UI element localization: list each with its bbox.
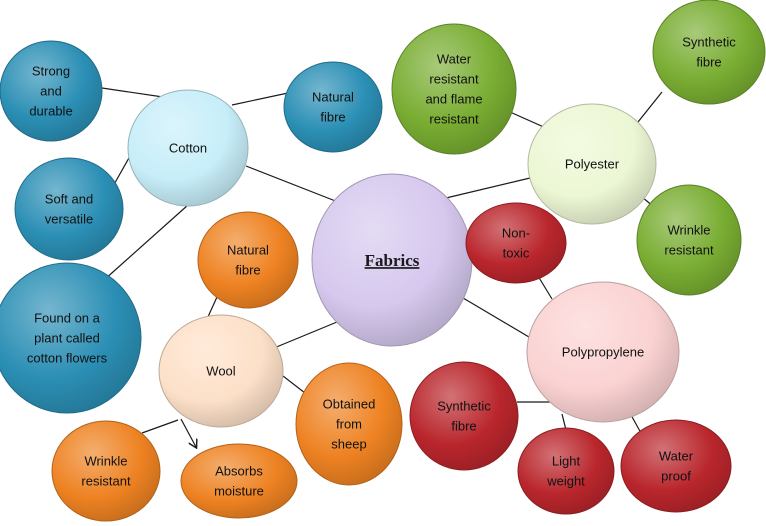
leaf-node-absorbs-moisture-label-line-2: moisture [214, 484, 264, 499]
leaf-node-synthetic-fibre-poly: Synthetic fibre [652, 0, 766, 105]
connector-polypropylene-waterproof [630, 414, 642, 434]
leaf-node-water-resistant-label-line-4: resistant [429, 112, 479, 127]
connector-wool-wrinkle [141, 419, 179, 434]
leaf-node-cotton-natural-label-line-1: Natural [312, 90, 354, 105]
hub-node-polypropylene-bubble [526, 281, 680, 423]
leaf-node-water-resistant-label-line-3: and flame [425, 92, 482, 107]
leaf-node-wool-natural-label-line-2: fibre [235, 263, 260, 278]
connector-polyester-synthetic [633, 91, 663, 128]
leaf-node-cotton-natural-bubble [283, 61, 383, 153]
leaf-node-strong-durable-label-line-1: Strong [32, 64, 70, 79]
leaf-node-light-weight-bubble [517, 427, 615, 515]
leaf-node-soft-versatile-bubble [14, 157, 124, 261]
leaf-node-obtained-sheep: Obtained from sheep [295, 362, 403, 486]
leaf-node-water-resistant-bubble [391, 23, 517, 155]
leaf-node-light-weight-label-line-1: Light [552, 454, 581, 469]
leaf-node-soft-versatile-label-line-2: versatile [45, 212, 93, 227]
leaf-node-non-toxic-bubble [465, 202, 567, 284]
leaf-node-wool-natural: Natural fibre [197, 211, 299, 309]
hub-node-polyester: Polyester [527, 103, 657, 225]
hub-node-polyester-label: Polyester [565, 157, 620, 172]
leaf-node-wrinkle-resistant-poly-bubble [636, 184, 742, 296]
hub-node-wool-label: Wool [206, 364, 235, 379]
leaf-node-absorbs-moisture-label-line-1: Absorbs [215, 464, 263, 479]
hub-node-cotton-bubble [127, 89, 249, 207]
leaf-node-wrinkle-resistant-poly-label-line-2: resistant [664, 243, 714, 258]
hub-node-wool: Wool [158, 314, 284, 428]
connector-cotton-strong [101, 87, 164, 98]
leaf-node-synthetic-fibre-poly-label-line-2: fibre [696, 55, 721, 70]
leaf-node-water-resistant-label-line-2: resistant [429, 72, 479, 87]
leaf-node-wrinkle-resistant-wool-label-line-2: resistant [81, 474, 131, 489]
leaf-node-synthetic-fibre-pp-bubble [409, 361, 519, 471]
leaf-node-synthetic-fibre-pp-label-line-1: Synthetic [437, 399, 491, 414]
leaf-node-wrinkle-resistant-poly-label-line-1: Wrinkle [667, 223, 710, 238]
hub-node-polypropylene-label: Polypropylene [562, 345, 644, 360]
leaf-node-light-weight: Light weight [517, 427, 615, 515]
hub-node-polyester-bubble [527, 103, 657, 225]
connector-center-wool [273, 321, 338, 349]
leaf-node-water-proof: Water proof [620, 419, 732, 513]
leaf-node-obtained-sheep-label-line-1: Obtained [323, 397, 376, 412]
leaf-node-synthetic-fibre-poly-label-line-1: Synthetic [682, 35, 736, 50]
connector-wool-obtained [282, 375, 306, 394]
hub-node-polypropylene: Polypropylene [526, 281, 680, 423]
hub-node-cotton: Cotton [127, 89, 249, 207]
connector-center-cotton [245, 165, 339, 203]
leaf-node-obtained-sheep-label-line-3: sheep [331, 437, 366, 452]
leaf-node-water-proof-label-line-2: proof [661, 469, 691, 484]
connector-polypropylene-nontoxic [537, 275, 553, 300]
connector-cotton-found [103, 204, 189, 281]
leaf-node-synthetic-fibre-poly-bubble [652, 0, 766, 105]
connector-wool-natural [206, 296, 218, 320]
leaf-node-found-on-plant-label-line-3: cotton flowers [27, 351, 108, 366]
leaf-node-wrinkle-resistant-wool-label-line-1: Wrinkle [84, 454, 127, 469]
connector-center-polyester [445, 177, 531, 199]
hub-node-wool-bubble [158, 314, 284, 428]
leaf-node-water-proof-label-line-1: Water [659, 449, 694, 464]
leaf-node-non-toxic-label-line-1: Non- [502, 226, 530, 241]
leaf-node-synthetic-fibre-pp: Synthetic fibre [409, 361, 519, 471]
leaf-node-found-on-plant: Found on a plant called cotton flowers [0, 262, 142, 414]
leaf-node-obtained-sheep-label-line-2: from [336, 417, 362, 432]
leaf-node-cotton-natural-label-line-2: fibre [320, 110, 345, 125]
connector-wool-absorbs [180, 418, 196, 447]
leaf-node-strong-durable-label-line-3: durable [29, 104, 72, 119]
leaf-node-found-on-plant-label-line-2: plant called [34, 331, 100, 346]
leaf-node-strong-durable-label-line-2: and [40, 84, 62, 99]
connector-center-polypropylene [457, 294, 535, 341]
leaf-node-non-toxic: Non-toxic [465, 202, 567, 284]
leaf-node-strong-durable-bubble [0, 40, 103, 142]
leaf-node-obtained-sheep-bubble [295, 362, 403, 486]
leaf-node-found-on-plant-bubble [0, 262, 142, 414]
leaf-node-wrinkle-resistant-poly: Wrinkle resistant [636, 184, 742, 296]
hub-node-cotton-label: Cotton [169, 141, 207, 156]
leaf-node-strong-durable: Strong and durable [0, 40, 103, 142]
leaf-node-light-weight-label-line-2: weight [546, 474, 585, 489]
leaf-node-soft-versatile: Soft and versatile [14, 157, 124, 261]
leaf-node-wool-natural-label-line-1: Natural [227, 243, 269, 258]
leaf-node-absorbs-moisture-bubble [180, 443, 298, 519]
leaf-node-water-resistant-label-line-1: Water [437, 52, 472, 67]
leaf-node-non-toxic-label-line-2: toxic [503, 246, 530, 261]
center-node-fabrics-label: Fabrics [365, 251, 420, 270]
leaf-node-absorbs-moisture: Absorbs moisture [180, 443, 298, 519]
connector-cotton-natural [231, 92, 289, 106]
leaf-node-cotton-natural: Natural fibre [283, 61, 383, 153]
connector-polyester-water [509, 111, 547, 129]
leaf-node-wool-natural-bubble [197, 211, 299, 309]
leaf-node-wrinkle-resistant-wool: Wrinkle resistant [51, 420, 161, 522]
leaf-node-found-on-plant-label-line-1: Found on a [34, 311, 101, 326]
center-node-fabrics: Fabrics [311, 173, 473, 347]
leaf-node-wrinkle-resistant-wool-bubble [51, 420, 161, 522]
leaf-node-water-proof-bubble [620, 419, 732, 513]
leaf-node-water-resistant: Water resistant and flame resistant [391, 23, 517, 155]
leaf-node-synthetic-fibre-pp-label-line-2: fibre [451, 419, 476, 434]
leaf-node-soft-versatile-label-line-1: Soft and [45, 192, 93, 207]
